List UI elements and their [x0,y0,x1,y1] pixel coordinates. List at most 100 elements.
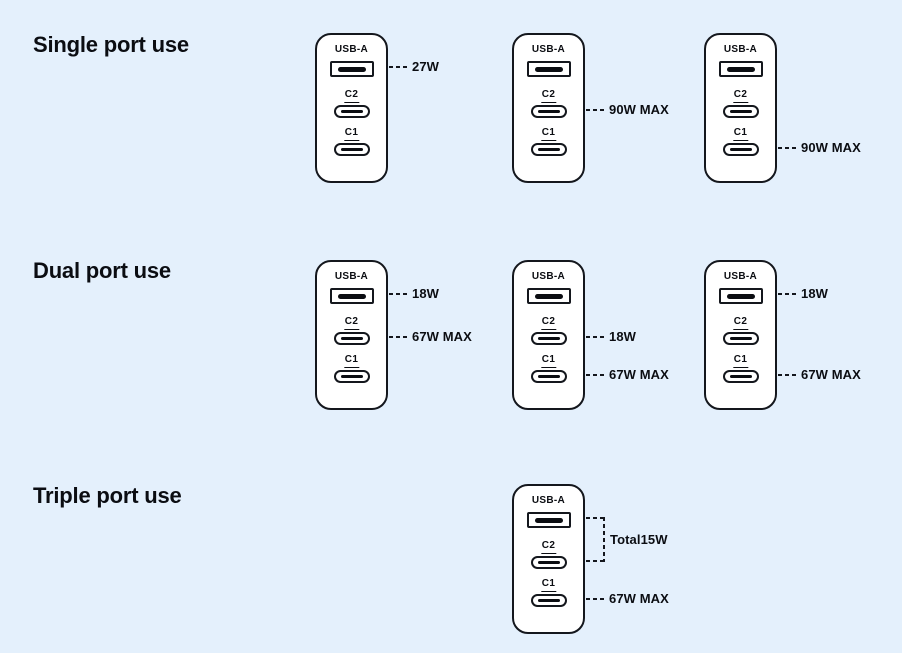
power-callout: 90W MAX [778,140,861,156]
charger-device: USB-A C2 C1 [315,33,388,183]
power-value-label: Total15W [610,531,668,547]
power-callout: 67W MAX [586,591,669,607]
section-title: Triple port use [33,483,182,508]
section-title: Single port use [33,32,189,57]
bracket-dash-vertical [603,517,605,562]
section-title: Dual port use [33,258,171,283]
power-value-label: 67W MAX [801,366,861,382]
usba-port-icon [526,288,571,304]
power-value-label: 18W [412,286,440,301]
c2-port-pin [729,110,752,113]
c1-port-label: C1 [540,578,557,592]
c2-port-icon [530,105,567,118]
usba-port-label: USB-A [723,271,758,282]
c1-port-label: C1 [343,354,360,368]
callout-dash-line [778,373,798,376]
c1-port-pin [537,375,560,378]
c2-port-pin [537,110,560,113]
c1-port-icon [530,143,567,156]
power-value-label: 18W [609,328,637,344]
callout-dash-line [778,293,798,295]
usba-port-pin [534,517,563,523]
callout-dash-line [389,335,409,338]
c2-port-pin [340,110,363,113]
usba-port-label: USB-A [723,44,758,55]
power-value-label: 67W MAX [412,328,472,344]
bracket-dash-top [586,517,604,519]
callout-dash-line [778,146,798,149]
usba-port-pin [726,293,755,299]
usba-port-icon [718,288,763,304]
power-value-label: 67W MAX [609,366,669,382]
power-value-label: 90W MAX [801,139,861,155]
usba-port-pin [337,66,366,72]
power-value-label: 90W MAX [609,101,669,117]
usba-port-pin [726,66,755,72]
callout-dash-line [586,373,606,376]
callout-dash-line [586,597,606,600]
c1-port-icon [530,594,567,607]
c1-port-label: C1 [732,354,749,368]
callout-dash-line [389,293,409,295]
c2-port-label: C2 [343,316,360,330]
usba-port-label: USB-A [531,495,566,506]
usba-port-pin [337,293,366,299]
c2-port-icon [722,105,759,118]
c1-port-pin [729,375,752,378]
c2-port-label: C2 [540,89,557,103]
usba-port-icon [329,288,374,304]
power-callout: 67W MAX [778,367,861,383]
bracket-dash-bottom [586,559,604,562]
c2-port-pin [537,337,560,340]
c2-port-icon [530,556,567,569]
c1-port-label: C1 [732,127,749,141]
c1-port-label: C1 [343,127,360,141]
c1-port-pin [537,148,560,151]
c1-port-pin [537,599,560,602]
power-value-label: 18W [801,286,829,301]
c1-port-label: C1 [540,354,557,368]
c2-port-icon [530,332,567,345]
c2-port-label: C2 [343,89,360,103]
c2-port-pin [729,337,752,340]
charger-device: USB-A C2 C1 [512,33,585,183]
usba-port-icon [526,512,571,528]
usba-port-label: USB-A [334,44,369,55]
charger-device: USB-A C2 C1 [512,484,585,634]
callout-dash-line [586,108,606,111]
c2-port-pin [340,337,363,340]
power-callout: 67W MAX [586,367,669,383]
power-callout: 18W [389,286,439,302]
c1-port-icon [722,143,759,156]
power-callout: 27W [389,59,439,75]
c1-port-icon [333,370,370,383]
usba-port-pin [534,66,563,72]
charger-device: USB-A C2 C1 [315,260,388,410]
callout-dash-line [389,66,409,68]
c2-port-pin [537,561,560,564]
c1-port-pin [340,375,363,378]
c1-port-icon [333,143,370,156]
c1-port-pin [340,148,363,151]
c1-port-icon [722,370,759,383]
charger-device: USB-A C2 C1 [704,260,777,410]
callout-dash-line [586,335,606,338]
charger-device: USB-A C2 C1 [512,260,585,410]
c2-port-label: C2 [540,540,557,554]
usba-port-label: USB-A [531,271,566,282]
power-value-label: 67W MAX [609,590,669,606]
c2-port-label: C2 [732,316,749,330]
usba-port-pin [534,293,563,299]
power-value-label: 27W [412,59,440,74]
c2-port-label: C2 [732,89,749,103]
usba-port-icon [329,61,374,77]
c2-port-icon [333,105,370,118]
power-callout: 67W MAX [389,329,472,345]
power-callout: 90W MAX [586,102,669,118]
power-callout: 18W [586,329,636,345]
c1-port-pin [729,148,752,151]
c2-port-label: C2 [540,316,557,330]
usba-port-icon [718,61,763,77]
usba-port-label: USB-A [531,44,566,55]
